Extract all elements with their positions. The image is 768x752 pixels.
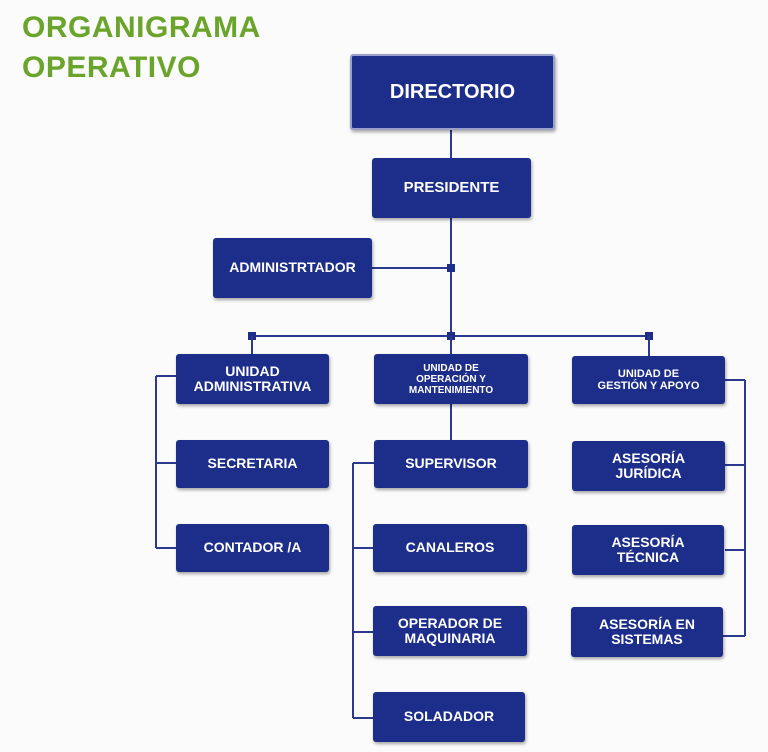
node-unidad-gestion-label: UNIDAD DE GESTIÓN Y APOYO: [597, 367, 700, 392]
node-presidente: PRESIDENTE: [372, 158, 531, 218]
node-unidad-operacion: UNIDAD DE OPERACIÓN Y MANTENIMIENTO: [374, 354, 528, 404]
node-contador-label: CONTADOR /A: [203, 539, 302, 556]
node-asesoria-sistemas: ASESORÍA EN SISTEMAS: [571, 607, 723, 657]
node-supervisor: SUPERVISOR: [374, 440, 528, 488]
node-soldador-label: SOLADADOR: [403, 708, 495, 725]
node-canaleros-label: CANALEROS: [405, 539, 495, 556]
title-line-1: ORGANIGRAMA: [22, 11, 261, 44]
title-line-2: OPERATIVO: [22, 51, 201, 84]
node-operador-maquinaria: OPERADOR DE MAQUINARIA: [373, 606, 527, 656]
node-operador-maquinaria-label: OPERADOR DE MAQUINARIA: [397, 614, 503, 646]
node-asesoria-juridica: ASESORÍA JURÍDICA: [572, 441, 725, 491]
node-soldador: SOLADADOR: [373, 692, 525, 742]
node-directorio-label: DIRECTORIO: [389, 81, 516, 103]
node-supervisor-label: SUPERVISOR: [405, 455, 497, 472]
node-administrador: ADMINISTRTADOR: [213, 238, 372, 298]
junction-administrador: [447, 264, 455, 272]
node-unidad-operacion-label: UNIDAD DE OPERACIÓN Y MANTENIMIENTO: [408, 362, 494, 396]
node-asesoria-tecnica: ASESORÍA TÉCNICA: [572, 525, 724, 575]
node-unidad-administrativa-label: UNIDAD ADMINISTRATIVA: [193, 362, 312, 394]
chart-title: ORGANIGRAMA OPERATIVO: [22, 8, 261, 88]
node-asesoria-tecnica-label: ASESORÍA TÉCNICA: [611, 533, 685, 565]
node-administrador-label: ADMINISTRTADOR: [229, 259, 356, 276]
node-unidad-administrativa: UNIDAD ADMINISTRATIVA: [176, 354, 329, 404]
node-asesoria-sistemas-label: ASESORÍA EN SISTEMAS: [599, 615, 695, 647]
node-canaleros: CANALEROS: [373, 524, 527, 572]
node-secretaria: SECRETARIA: [176, 440, 329, 488]
node-unidad-gestion: UNIDAD DE GESTIÓN Y APOYO: [572, 356, 725, 404]
node-asesoria-juridica-label: ASESORÍA JURÍDICA: [611, 449, 686, 481]
node-presidente-label: PRESIDENTE: [403, 178, 500, 196]
node-directorio: DIRECTORIO: [350, 54, 555, 130]
node-secretaria-label: SECRETARIA: [207, 455, 298, 472]
node-contador: CONTADOR /A: [176, 524, 329, 572]
